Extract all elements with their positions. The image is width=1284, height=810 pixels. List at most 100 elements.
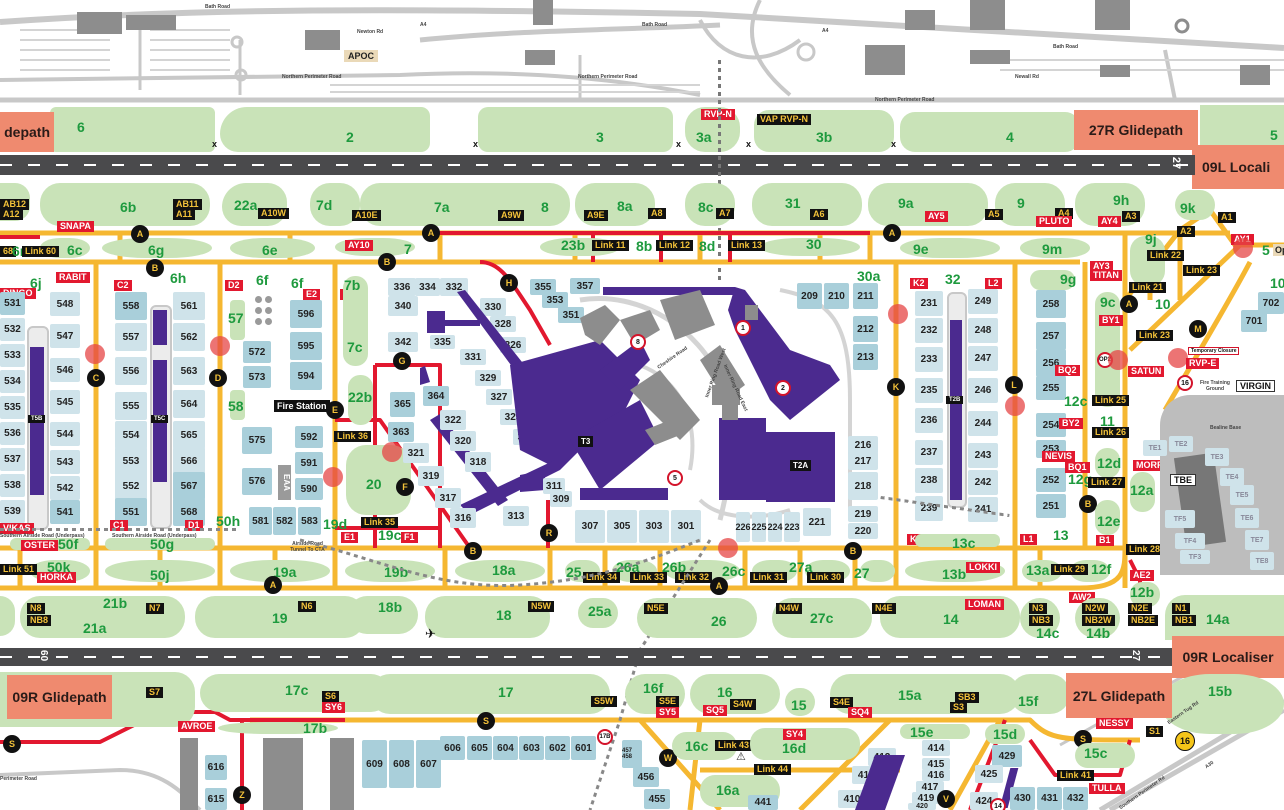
holding-point-l1[interactable]: L1 bbox=[1020, 534, 1037, 545]
stand[interactable]: 595 bbox=[290, 332, 322, 360]
taxiway-sign-a4[interactable]: A4 bbox=[1055, 208, 1073, 219]
holding-point-by2[interactable]: BY2 bbox=[1059, 418, 1083, 429]
stand[interactable]: 334 bbox=[415, 278, 440, 296]
stand[interactable]: 242 bbox=[968, 470, 998, 495]
hotspot-marker[interactable] bbox=[382, 442, 402, 462]
stand[interactable]: TE7 bbox=[1245, 530, 1269, 550]
taxiway-sign-a3[interactable]: A3 bbox=[1122, 211, 1140, 222]
taxiway-node-w[interactable]: W bbox=[659, 749, 677, 767]
holding-point-d2[interactable]: D2 bbox=[225, 280, 243, 291]
holding-point-satun[interactable]: SATUN bbox=[1128, 366, 1165, 377]
stand[interactable]: 318 bbox=[465, 452, 491, 472]
stand[interactable]: 305 bbox=[607, 510, 637, 543]
taxiway-sign-link31[interactable]: Link 31 bbox=[750, 572, 788, 583]
taxiway-node-b[interactable]: B bbox=[1079, 495, 1097, 513]
stand[interactable]: TF4 bbox=[1175, 533, 1205, 549]
taxiway-node-a[interactable]: A bbox=[1120, 295, 1138, 313]
taxiway-sign-nb2w[interactable]: NB2W bbox=[1082, 615, 1115, 626]
stand[interactable]: 224 bbox=[767, 512, 783, 542]
taxiway-sign-n6[interactable]: N6 bbox=[298, 601, 316, 612]
stand[interactable]: 576 bbox=[242, 468, 272, 495]
hotspot-number-8[interactable]: 8 bbox=[630, 334, 646, 350]
stand[interactable]: 567 bbox=[173, 472, 205, 500]
taxiway-sign-link22[interactable]: Link 22 bbox=[1147, 250, 1185, 261]
stand[interactable]: 414 bbox=[922, 740, 950, 756]
stand[interactable]: TE3 bbox=[1205, 448, 1229, 466]
stand[interactable]: 217 bbox=[848, 452, 878, 470]
stand[interactable]: 547 bbox=[50, 324, 80, 348]
stand[interactable]: 355 bbox=[530, 279, 556, 295]
taxiway-sign-68[interactable]: 68 bbox=[0, 246, 17, 257]
holding-point-loman[interactable]: LOMAN bbox=[965, 599, 1004, 610]
taxiway-sign-s1[interactable]: S1 bbox=[1146, 726, 1164, 737]
stand[interactable]: 431 bbox=[1037, 787, 1062, 810]
taxiway-sign-n7[interactable]: N7 bbox=[146, 603, 164, 614]
stand[interactable]: 307 bbox=[575, 510, 605, 543]
stand[interactable]: 605 bbox=[467, 736, 492, 760]
hotspot-marker[interactable] bbox=[85, 344, 105, 364]
stand[interactable]: 601 bbox=[571, 736, 596, 760]
taxiway-node-a[interactable]: A bbox=[131, 225, 149, 243]
runway-north[interactable] bbox=[0, 155, 1195, 175]
holding-point-l2[interactable]: L2 bbox=[985, 278, 1002, 289]
holding-point-bq1[interactable]: BQ1 bbox=[1065, 462, 1090, 473]
hotspot-number-14[interactable]: 14 bbox=[990, 798, 1006, 810]
taxiway-node-c[interactable]: C bbox=[87, 369, 105, 387]
taxiway-node-d[interactable]: D bbox=[209, 369, 227, 387]
stand[interactable]: 225 bbox=[751, 512, 767, 542]
taxiway-sign-n4e[interactable]: N4E bbox=[872, 603, 896, 614]
stand[interactable]: 604 bbox=[493, 736, 518, 760]
stand[interactable]: 255 bbox=[1036, 376, 1066, 400]
stand[interactable]: 573 bbox=[243, 366, 271, 388]
taxiway-sign-nb3[interactable]: NB3 bbox=[1029, 615, 1054, 626]
stand[interactable]: 330 bbox=[480, 298, 506, 316]
holding-point-ay4[interactable]: AY4 bbox=[1098, 216, 1121, 227]
stand[interactable]: 246 bbox=[968, 378, 998, 403]
taxiway-sign-n2e[interactable]: N2E bbox=[1128, 603, 1152, 614]
stand[interactable]: 238 bbox=[915, 468, 943, 493]
stand[interactable]: 543 bbox=[50, 450, 80, 474]
stand[interactable]: 415 bbox=[922, 758, 950, 770]
taxiway-sign-n8[interactable]: N8 bbox=[27, 603, 45, 614]
stand[interactable]: 608 bbox=[389, 740, 414, 788]
taxiway-sign-sb3[interactable]: SB3 bbox=[955, 692, 979, 703]
holding-point-by1[interactable]: BY1 bbox=[1099, 315, 1123, 326]
stand[interactable]: 548 bbox=[50, 292, 80, 316]
taxiway-sign-link30[interactable]: Link 30 bbox=[807, 572, 845, 583]
stand[interactable]: 564 bbox=[173, 390, 205, 418]
hotspot-marker[interactable] bbox=[210, 336, 230, 356]
taxiway-sign-a6[interactable]: A6 bbox=[810, 209, 828, 220]
taxiway-sign-n1[interactable]: N1 bbox=[1172, 603, 1190, 614]
terminal-t5c-north[interactable] bbox=[153, 310, 167, 345]
taxiway-node-k[interactable]: K bbox=[887, 378, 905, 396]
stand[interactable]: 561 bbox=[173, 292, 205, 320]
holding-point-sq5[interactable]: SQ5 bbox=[703, 705, 728, 716]
stand[interactable]: 218 bbox=[848, 472, 878, 500]
holding-point-morra[interactable]: MORRA bbox=[1133, 460, 1173, 471]
taxiway-node-a[interactable]: A bbox=[264, 576, 282, 594]
stand[interactable]: 609 bbox=[362, 740, 387, 788]
holding-point-d1[interactable]: D1 bbox=[185, 520, 203, 531]
stand[interactable]: 257 bbox=[1036, 322, 1066, 350]
holding-point-tulla[interactable]: TULLA bbox=[1089, 783, 1125, 794]
stand[interactable]: 581 bbox=[249, 507, 272, 535]
stand[interactable]: 562 bbox=[173, 323, 205, 351]
stand[interactable]: 544 bbox=[50, 422, 80, 446]
stand[interactable]: 457 458 bbox=[622, 740, 642, 768]
hotspot-number-2[interactable]: 2 bbox=[775, 380, 791, 396]
stand[interactable]: 248 bbox=[968, 318, 998, 343]
stand[interactable]: 430 bbox=[1010, 787, 1035, 810]
taxiway-sign-link26[interactable]: Link 26 bbox=[1092, 427, 1130, 438]
taxiway-sign-s3[interactable]: S3 bbox=[950, 702, 968, 713]
holding-point-nevis[interactable]: NEVIS bbox=[1042, 451, 1076, 462]
stand[interactable]: 425 bbox=[975, 765, 1003, 783]
taxiway-sign-n5w[interactable]: N5W bbox=[528, 601, 554, 612]
stand[interactable]: 322 bbox=[440, 410, 466, 430]
taxiway-sign-link23[interactable]: Link 23 bbox=[1183, 265, 1221, 276]
taxiway-node-m[interactable]: M bbox=[1189, 320, 1207, 338]
stand[interactable]: 546 bbox=[50, 358, 80, 382]
taxiway-node-a[interactable]: A bbox=[883, 224, 901, 242]
stand[interactable]: 419 bbox=[912, 792, 940, 804]
stand[interactable]: 247 bbox=[968, 346, 998, 371]
